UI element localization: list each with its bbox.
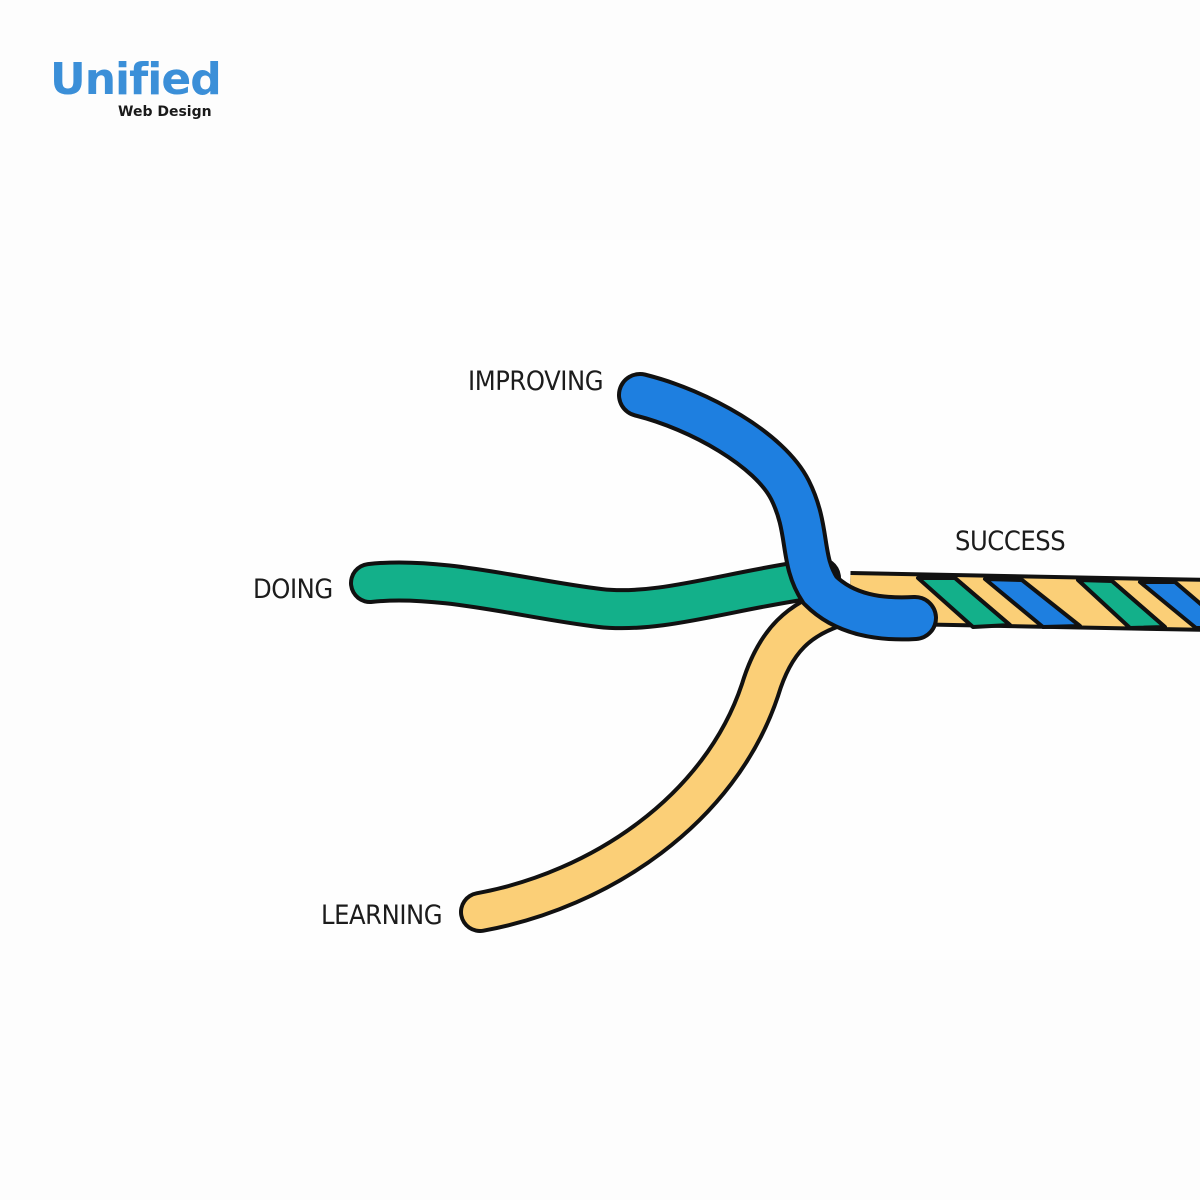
doing-strand: [349, 557, 841, 631]
label-improving: IMPROVING: [468, 366, 604, 397]
label-success: SUCCESS: [955, 526, 1066, 557]
label-learning: LEARNING: [321, 900, 443, 931]
label-doing: DOING: [253, 574, 333, 605]
logo-tagline: Web Design: [118, 104, 212, 120]
unified-logo[interactable]: Unified Web Design: [50, 58, 230, 128]
learning-strand: [459, 585, 861, 933]
logo-wordmark: Unified: [50, 54, 222, 105]
improving-strand: [617, 372, 938, 642]
